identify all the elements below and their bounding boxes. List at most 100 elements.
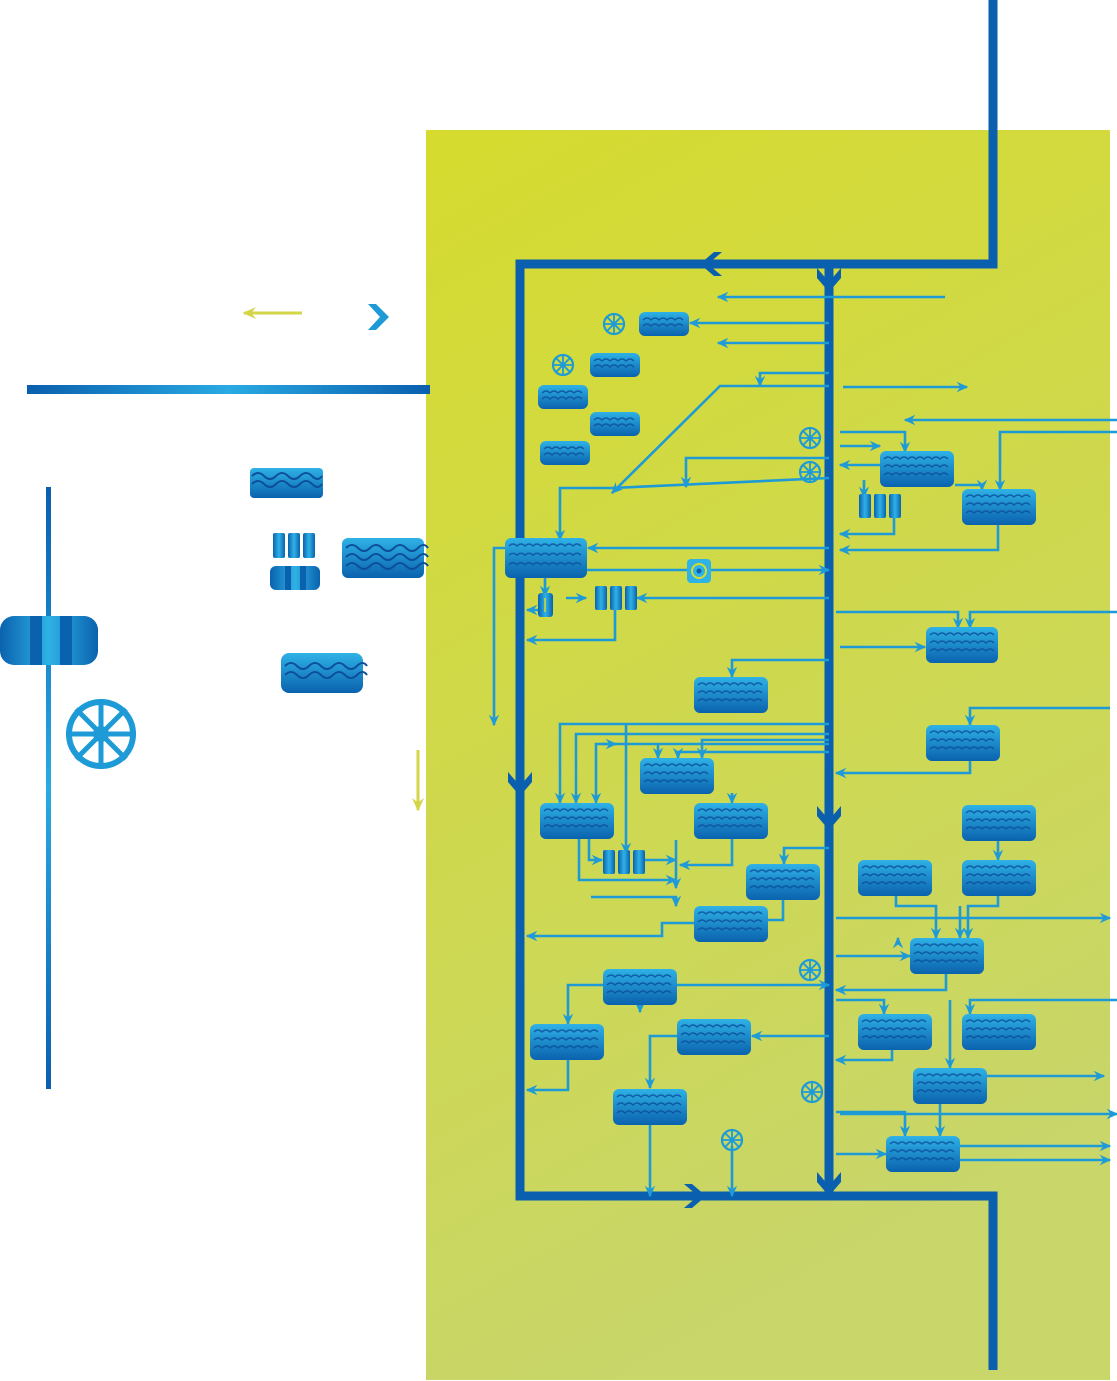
legend-chevron-icon <box>368 304 389 330</box>
water-tank-icon <box>613 1089 687 1125</box>
legend-clarifier-icon <box>342 538 429 578</box>
branch-line <box>554 722 829 805</box>
branch-line <box>644 1034 677 1090</box>
legend-vertical-bar <box>46 487 51 1089</box>
branch-line <box>570 732 829 805</box>
water-tank-icon <box>858 1014 932 1050</box>
branch-line <box>834 760 972 779</box>
branch-line <box>834 1048 894 1066</box>
branch-line <box>680 456 829 489</box>
water-tank-icon <box>590 353 640 377</box>
water-tank-icon <box>926 627 998 663</box>
water-tank-icon <box>677 1019 751 1055</box>
water-tank-icon <box>926 725 1000 761</box>
chevron-down-icon <box>817 1172 841 1196</box>
chevron-right-icon <box>684 1184 706 1208</box>
water-tank-icon <box>694 677 768 713</box>
branch-line <box>834 974 948 996</box>
branch-line <box>525 598 617 646</box>
branch-line <box>488 546 505 727</box>
water-tank-icon <box>590 412 640 436</box>
branch-lines <box>488 291 1117 1198</box>
pump-wheel-icon <box>602 312 626 336</box>
chevron-left-icon <box>700 252 722 276</box>
water-tank-icon <box>505 538 587 578</box>
water-tank-icon <box>880 451 954 487</box>
flow-gauge-icon <box>687 559 711 583</box>
legend <box>0 304 430 1089</box>
branch-line <box>962 896 1000 940</box>
branch-line <box>525 1060 570 1096</box>
branch-line <box>726 658 829 679</box>
pump-wheel-icon <box>800 1080 824 1104</box>
water-tank-icon <box>962 805 1036 841</box>
chevron-down-icon <box>817 806 841 830</box>
filter-bank-icon <box>603 850 645 874</box>
water-tank-icon <box>962 489 1036 525</box>
legend-basin-icon <box>250 468 323 498</box>
branch-line <box>554 476 830 542</box>
water-tank-icon <box>913 1068 987 1104</box>
branch-line <box>562 983 603 1026</box>
legend-filter-icon <box>273 533 315 558</box>
legend-large-filter-icon <box>0 616 98 665</box>
water-tank-icon <box>910 938 984 974</box>
branch-line <box>591 895 682 908</box>
legend-filter-tank-icon <box>270 566 320 590</box>
water-tank-icon <box>962 860 1036 896</box>
water-tank-icon <box>530 1024 604 1060</box>
main-pipes <box>515 0 998 1370</box>
branch-line <box>611 384 829 494</box>
branch-line <box>778 846 829 866</box>
branch-line <box>754 371 829 388</box>
chevron-down-icon <box>817 268 841 292</box>
filter-bank-icon <box>859 494 901 518</box>
branch-line <box>964 610 1117 630</box>
water-tank-icon <box>746 864 820 900</box>
water-tank-icon <box>540 803 614 839</box>
branch-line <box>836 610 964 630</box>
water-tank-icon <box>540 441 590 465</box>
branch-line <box>678 838 734 871</box>
separator-icon <box>538 593 553 617</box>
chevron-down-icon <box>508 772 532 796</box>
legend-pump-wheel-icon <box>66 699 136 769</box>
branch-line <box>577 838 678 886</box>
water-tank-icon <box>603 969 677 1005</box>
branch-line <box>696 738 829 760</box>
filter-bank-icon <box>595 586 637 610</box>
inlet-pipe <box>515 0 998 1370</box>
water-tank-icon <box>639 312 689 336</box>
branch-line <box>994 430 1117 492</box>
branch-line <box>840 430 911 454</box>
water-tank-icon <box>538 385 588 409</box>
pump-wheel-icon <box>798 958 822 982</box>
branch-line <box>894 896 942 940</box>
branch-line <box>836 1110 911 1138</box>
branch-line <box>838 518 896 540</box>
water-tank-icon <box>694 803 768 839</box>
legend-horizontal-bar <box>27 385 430 394</box>
branch-line <box>590 742 829 805</box>
pump-wheel-icon <box>798 426 822 450</box>
pump-wheel-icon <box>798 460 822 484</box>
branch-line <box>964 706 1110 727</box>
branch-line <box>955 479 988 492</box>
pump-wheel-icon <box>720 1128 744 1152</box>
process-units <box>505 312 1036 1172</box>
branch-line <box>525 921 695 942</box>
branch-line <box>838 524 1000 556</box>
main-pipe-chevrons <box>508 252 841 1208</box>
branch-line <box>672 747 829 760</box>
legend-tank-icon <box>281 653 368 693</box>
branch-line <box>587 838 604 866</box>
water-tank-icon <box>694 906 768 942</box>
small-icons <box>538 312 901 1152</box>
water-tank-icon <box>858 860 932 896</box>
water-tank-icon <box>640 758 714 794</box>
water-tank-icon <box>962 1014 1036 1050</box>
pump-wheel-icon <box>551 353 575 377</box>
branch-line <box>964 998 1117 1016</box>
water-tank-icon <box>886 1136 960 1172</box>
